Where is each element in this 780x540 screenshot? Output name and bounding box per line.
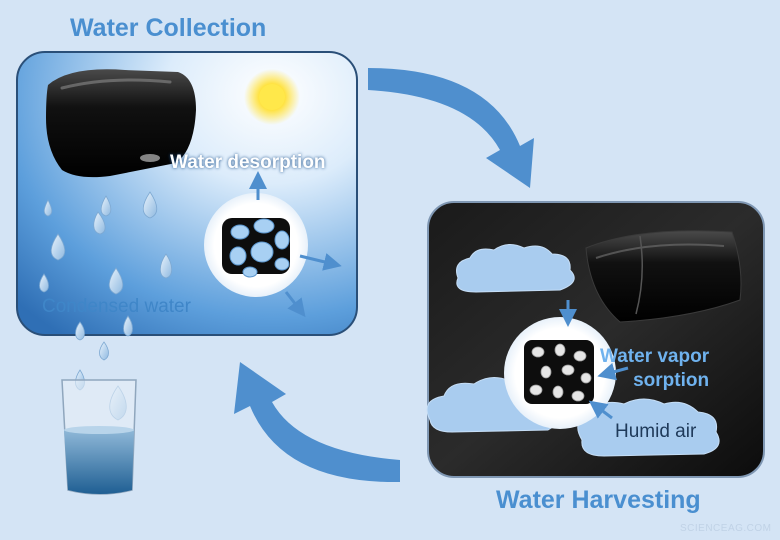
cloud-icon (456, 244, 575, 293)
mof-block-expanded-icon (585, 230, 742, 323)
sun-icon (244, 69, 300, 125)
water-glass-icon (61, 379, 137, 495)
condensed-water-label: Condensed water (42, 296, 191, 317)
desorption-pore-icon (204, 193, 308, 297)
sorption-arrows (559, 300, 629, 420)
cycle-arrow-bottom (234, 362, 400, 483)
desorption-arrows (249, 171, 342, 318)
water-vapor-label-line2: sorption (633, 370, 710, 391)
water-collection-title: Water Collection (70, 14, 267, 42)
water-desorption-label: Water desorption (170, 152, 326, 173)
water-vapor-sorption-label: Water vapor sorption (600, 345, 709, 393)
humid-air-label: Humid air (615, 421, 697, 442)
watermark: SCIENCEAG.COM (680, 523, 772, 534)
sorption-pore-icon (504, 317, 616, 429)
water-vapor-label-line1: Water vapor (600, 346, 710, 367)
cycle-arrow-top (368, 68, 534, 188)
mof-block-contracted-icon (46, 69, 196, 178)
water-harvesting-title: Water Harvesting (496, 486, 701, 514)
